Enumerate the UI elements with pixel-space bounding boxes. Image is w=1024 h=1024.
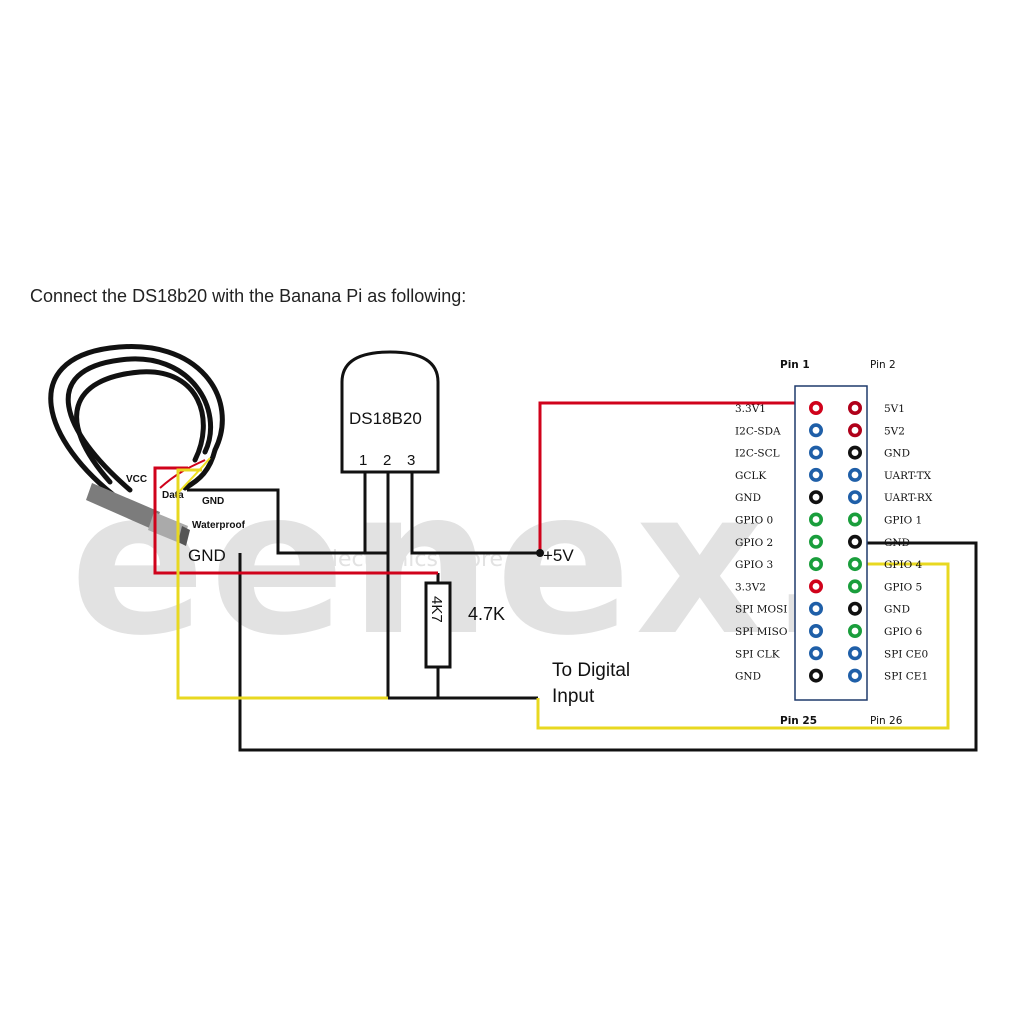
header-right-pin bbox=[847, 512, 862, 527]
header-left-pin-label: GND bbox=[735, 492, 761, 504]
wire-gnd bbox=[187, 488, 978, 752]
header-right-pin bbox=[847, 646, 862, 661]
header-left-pin bbox=[808, 467, 823, 482]
sensor-pin-3-label: 3 bbox=[407, 452, 415, 469]
watermark: eenex. Electronics Store bbox=[70, 447, 848, 680]
header-right-pin bbox=[847, 668, 862, 683]
header-right-pin-label: GPIO 5 bbox=[884, 581, 922, 593]
header-right-pin-label: GND bbox=[884, 448, 910, 460]
header-left-pin bbox=[808, 601, 823, 616]
vplus-label: +5V bbox=[543, 546, 574, 565]
header-right-pin bbox=[847, 623, 862, 638]
header-right-pin bbox=[847, 423, 862, 438]
probe-cable bbox=[48, 344, 225, 503]
sensor-pin-1-label: 1 bbox=[359, 452, 367, 469]
header-right-pin-label: GPIO 1 bbox=[884, 515, 922, 527]
header-left-pin bbox=[808, 579, 823, 594]
header-right-pin-label: 5V2 bbox=[884, 425, 905, 437]
header-left-pin-label: GPIO 3 bbox=[735, 559, 773, 571]
digital-input-label-line2: Input bbox=[552, 686, 595, 707]
sensor-leg-3 bbox=[410, 472, 540, 555]
header-right-pin bbox=[847, 557, 862, 572]
header-right-pin-label: UART-TX bbox=[884, 470, 932, 482]
probe-label-data: Data bbox=[162, 490, 184, 501]
header-right-pin bbox=[847, 534, 862, 549]
pin1-label: Pin 1 bbox=[780, 359, 810, 371]
pin25-label: Pin 25 bbox=[780, 715, 817, 727]
page-heading: Connect the DS18b20 with the Banana Pi a… bbox=[30, 286, 466, 306]
header-left-pin-label: 3.3V2 bbox=[735, 581, 766, 593]
header-right-pin bbox=[847, 579, 862, 594]
pin26-label: Pin 26 bbox=[870, 715, 903, 727]
sensor-name: DS18B20 bbox=[349, 409, 422, 428]
header-right-pin bbox=[847, 467, 862, 482]
header-left-pin-label: SPI MOSI bbox=[735, 604, 787, 616]
sensor-pin-2-label: 2 bbox=[383, 452, 391, 469]
header-left-pin-label: 3.3V1 bbox=[735, 403, 766, 415]
probe-label-vcc: VCC bbox=[126, 474, 147, 485]
gnd-label: GND bbox=[188, 546, 226, 565]
header-right-pin-label: GPIO 6 bbox=[884, 626, 923, 638]
wires bbox=[153, 401, 978, 752]
header-left-pin bbox=[808, 445, 823, 460]
digital-input-label-line1: To Digital bbox=[552, 660, 630, 681]
header-left-pin-label: I2C-SDA bbox=[735, 425, 781, 437]
probe-label-waterproof: Waterproof bbox=[192, 520, 246, 531]
header-left-pin-label: SPI MISO bbox=[735, 626, 788, 638]
header-left-pin bbox=[808, 668, 823, 683]
header-left-pin bbox=[808, 400, 823, 415]
header-right-pin-label: UART-RX bbox=[884, 492, 933, 504]
header-right-pin bbox=[847, 445, 862, 460]
resistor-code: 4K7 bbox=[428, 596, 445, 623]
header-right-pin-label: SPI CE0 bbox=[884, 648, 928, 660]
header-left-pin-label: I2C-SCL bbox=[735, 448, 780, 460]
header-left-pin-label: SPI CLK bbox=[735, 648, 780, 660]
header-right-pin bbox=[847, 601, 862, 616]
watermark-logo: eenex. bbox=[70, 447, 848, 680]
ds18b20-package: DS18B20 1 2 3 bbox=[340, 350, 440, 474]
header-right-pin bbox=[847, 400, 862, 415]
header-right-pin-label: GPIO 4 bbox=[884, 559, 923, 571]
wire-data bbox=[176, 468, 950, 730]
header-left-pin bbox=[808, 623, 823, 638]
header-left-pin-label: GPIO 0 bbox=[735, 515, 773, 527]
header-left-pin bbox=[808, 534, 823, 549]
header-left-pin bbox=[808, 557, 823, 572]
header-right-pin-label: GND bbox=[884, 604, 910, 616]
pin2-label: Pin 2 bbox=[870, 359, 896, 371]
header-left-pin bbox=[808, 646, 823, 661]
vplus-node bbox=[536, 549, 544, 557]
header-right-pin-label: 5V1 bbox=[884, 403, 905, 415]
header-right-pin-label: SPI CE1 bbox=[884, 671, 928, 683]
header-right-pin bbox=[847, 490, 862, 505]
header-right-pin-label: GND bbox=[884, 537, 910, 549]
header-left-pin-label: GCLK bbox=[735, 470, 766, 482]
header-left-pin bbox=[808, 490, 823, 505]
header-left-pin-label: GND bbox=[735, 671, 761, 683]
header-left-pin bbox=[808, 423, 823, 438]
probe-label-gnd: GND bbox=[202, 496, 224, 507]
resistor-value: 4.7K bbox=[468, 604, 505, 624]
header-left-pin bbox=[808, 512, 823, 527]
resistor: 4K7 bbox=[424, 581, 452, 669]
header-left-pin-label: GPIO 2 bbox=[735, 537, 773, 549]
